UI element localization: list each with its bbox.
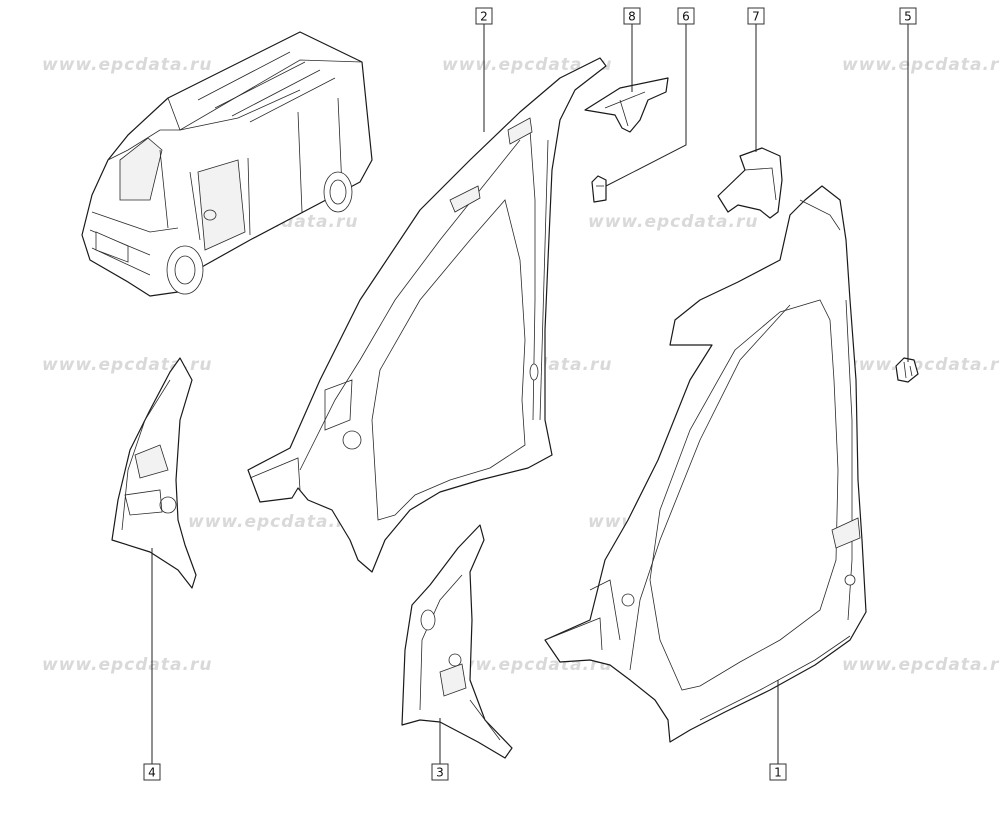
callout-number: 7 [752,10,760,24]
callout-box [899,7,917,25]
callout-box [143,763,161,781]
callout-3[interactable]: 3 [431,763,449,781]
callout-number: 6 [682,10,690,24]
callout-number: 4 [148,766,156,780]
callout-1[interactable]: 1 [769,763,787,781]
leader-lines [151,24,909,764]
callout-2[interactable]: 2 [475,7,493,25]
part-8-bracket [584,77,669,133]
callout-box [431,763,449,781]
part-3-pillar-lower-panel [401,524,513,759]
watermark: www.epcdata.ru [842,55,1000,75]
watermark: www.epcdata.ru [842,655,1000,675]
callout-7[interactable]: 7 [747,7,765,25]
watermark: www.epcdata.ru [588,212,758,232]
callout-number: 1 [774,766,782,780]
callout-5[interactable]: 5 [899,7,917,25]
callout-number: 3 [436,766,444,780]
callout-box [475,7,493,25]
callout-number: 2 [480,10,488,24]
callout-number: 5 [904,10,912,24]
callout-number: 8 [628,10,636,24]
watermark: www.epcdata.ru [42,55,212,75]
callout-box [677,7,695,25]
part-4-pillar-reinforcement [111,357,197,589]
callout-box [623,7,641,25]
watermark: www.epcdata.ru [188,512,358,532]
watermark: www.epcdata.ru [842,355,1000,375]
watermark: www.epcdata.ru [42,355,212,375]
callout-4[interactable]: 4 [143,763,161,781]
part-1-body-side-right [544,185,867,743]
callout-6[interactable]: 6 [677,7,695,25]
watermark: www.epcdata.ru [42,655,212,675]
callout-box [769,763,787,781]
callout-box [747,7,765,25]
part-2-body-side-left [247,57,607,573]
part-6-clip [591,175,607,203]
part-5-bracket [895,357,919,383]
part-7-gusset [717,147,783,219]
callout-8[interactable]: 8 [623,7,641,25]
van-overview-illustration [81,31,373,297]
